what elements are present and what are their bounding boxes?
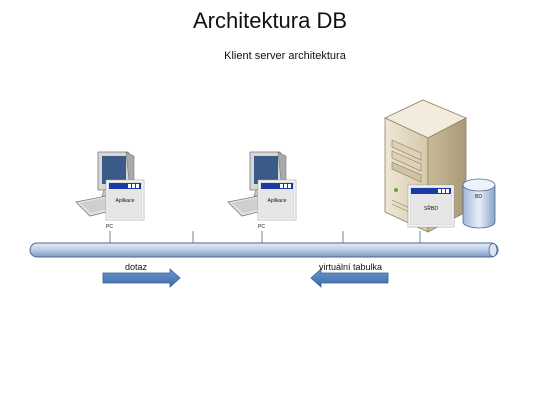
app-label: Aplikace xyxy=(267,198,287,204)
app-window-icon xyxy=(105,179,145,221)
slide-subtitle: Klient server architektura xyxy=(224,50,346,62)
response-arrow xyxy=(310,268,389,288)
pc-label: PC xyxy=(258,224,265,230)
dbms-label: SŘBD xyxy=(424,206,438,212)
database-icon xyxy=(462,178,496,229)
bus-connectors xyxy=(109,231,421,243)
response-label: virtuální tabulka xyxy=(319,262,383,272)
request-arrow xyxy=(102,268,181,288)
network-bus xyxy=(29,242,499,258)
app-window-icon xyxy=(407,184,455,228)
request-label: dotaz xyxy=(125,262,148,272)
app-label: Aplikace xyxy=(115,198,135,204)
db-label: BD xyxy=(475,194,482,200)
app-window-icon xyxy=(257,179,297,221)
pc-label: PC xyxy=(106,224,113,230)
slide-title: Architektura DB xyxy=(192,8,348,33)
